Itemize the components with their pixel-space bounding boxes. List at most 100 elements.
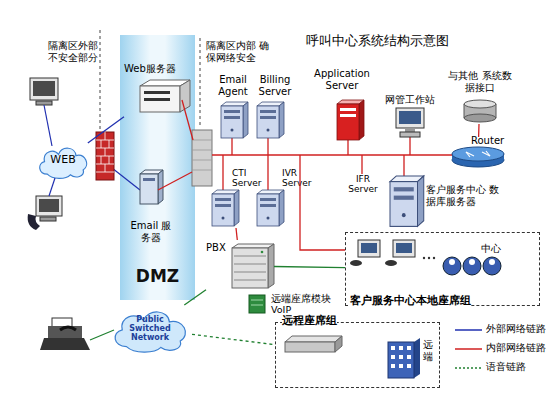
server-node: IFR Server bbox=[340, 174, 386, 200]
svg-use bbox=[257, 102, 284, 138]
svg-rect bbox=[337, 104, 359, 140]
node-label: Public Switched Network bbox=[126, 315, 174, 343]
svg-rect bbox=[36, 101, 52, 105]
svg-line bbox=[96, 172, 114, 173]
svg-line bbox=[96, 164, 114, 165]
node-label: 网管工作站 bbox=[382, 94, 438, 106]
svg-rect bbox=[340, 108, 356, 111]
node-label: PBX bbox=[206, 242, 226, 254]
svg-path bbox=[28, 214, 40, 230]
svg-line bbox=[96, 156, 114, 157]
svg-rect bbox=[192, 130, 212, 186]
router-icon bbox=[452, 147, 504, 167]
voip-module-icon bbox=[249, 295, 265, 313]
svg-line bbox=[101, 140, 102, 148]
zone-line bbox=[100, 30, 200, 132]
internal-link bbox=[158, 100, 452, 250]
node-label: Web服务器 bbox=[124, 63, 192, 75]
svg-g bbox=[192, 140, 212, 170]
svg-line bbox=[192, 150, 212, 151]
node-label: 与其他 系统数据接口 bbox=[448, 70, 512, 93]
server-node: Email Agent bbox=[214, 74, 252, 140]
server-node: IVR Server bbox=[256, 170, 314, 228]
zone-note: 隔离区外部 不安全部分 bbox=[48, 40, 106, 63]
svg-rect bbox=[388, 342, 414, 378]
svg-line bbox=[200, 38, 201, 126]
node-label: Application Server bbox=[310, 68, 374, 91]
svg-line bbox=[455, 367, 482, 369]
svg-line bbox=[466, 152, 474, 156]
application-server-icon bbox=[337, 100, 364, 140]
database-icon bbox=[464, 100, 496, 122]
svg-path bbox=[49, 178, 55, 196]
svg-line bbox=[192, 140, 212, 141]
svg-circle bbox=[261, 251, 264, 254]
svg-path bbox=[300, 155, 345, 250]
connector bbox=[274, 267, 345, 268]
svg-rect bbox=[399, 355, 403, 359]
svg-rect bbox=[399, 364, 403, 368]
connector bbox=[192, 334, 275, 344]
svg-use bbox=[390, 176, 424, 226]
svg-line bbox=[234, 264, 266, 265]
svg-polygon bbox=[414, 338, 420, 378]
node-label: 远端 bbox=[423, 339, 434, 362]
svg-polygon bbox=[268, 244, 274, 288]
server-node: Billing Server bbox=[254, 74, 296, 140]
svg-path bbox=[212, 154, 452, 155]
svg-line bbox=[192, 160, 212, 161]
svg-rect bbox=[464, 104, 496, 118]
svg-path bbox=[182, 100, 193, 140]
workstation-icon bbox=[396, 108, 424, 137]
node-label: Email 服务器 bbox=[128, 220, 174, 243]
svg-ellipse bbox=[385, 260, 397, 266]
svg-rect bbox=[391, 355, 395, 359]
agent-group: 远程座席组远端 bbox=[275, 322, 440, 388]
svg-ellipse bbox=[452, 153, 504, 167]
server-node: 客户服务中心 数据库服务器 bbox=[386, 172, 532, 228]
svg-polygon bbox=[140, 170, 163, 174]
svg-line bbox=[455, 348, 482, 350]
node-label: DMZ bbox=[120, 267, 195, 287]
svg-rect bbox=[396, 243, 412, 253]
svg-g bbox=[466, 151, 490, 157]
svg-line bbox=[100, 30, 101, 132]
svg-rect bbox=[33, 81, 55, 96]
cloud-shape bbox=[115, 312, 185, 352]
svg-path bbox=[222, 155, 223, 190]
node-label: 远程座席组 bbox=[282, 315, 337, 328]
fax-phone bbox=[40, 318, 90, 350]
svg-line bbox=[96, 148, 114, 149]
legend-label: 语音链路 bbox=[486, 362, 526, 373]
svg-rect bbox=[232, 248, 268, 288]
svg-circle bbox=[443, 257, 461, 275]
svg-rect bbox=[96, 132, 114, 180]
svg-rect bbox=[361, 243, 377, 253]
svg-polygon bbox=[359, 100, 364, 140]
svg-g bbox=[234, 256, 266, 280]
voice-link bbox=[90, 330, 114, 340]
server-node: Web服务器 bbox=[124, 63, 192, 121]
svg-path bbox=[267, 138, 268, 155]
node-label: 客户服务中心本地座席组 bbox=[350, 295, 471, 308]
remote-device bbox=[285, 336, 342, 352]
svg-line bbox=[234, 280, 266, 281]
svg-line bbox=[192, 170, 212, 171]
remote-node: 远端 bbox=[386, 335, 434, 381]
svg-polygon bbox=[140, 80, 190, 86]
svg-rect bbox=[391, 364, 395, 368]
node-label: CTI Server bbox=[232, 168, 262, 189]
svg-polygon bbox=[335, 336, 342, 352]
remote-building bbox=[388, 338, 420, 378]
svg-line bbox=[455, 329, 482, 331]
svg-line bbox=[251, 300, 263, 301]
connector bbox=[184, 290, 206, 305]
svg-circle bbox=[469, 259, 475, 265]
svg-line bbox=[464, 104, 465, 118]
svg-line bbox=[482, 152, 490, 156]
svg-polygon bbox=[180, 80, 190, 112]
svg-ellipse bbox=[464, 114, 496, 122]
svg-line bbox=[109, 156, 110, 164]
